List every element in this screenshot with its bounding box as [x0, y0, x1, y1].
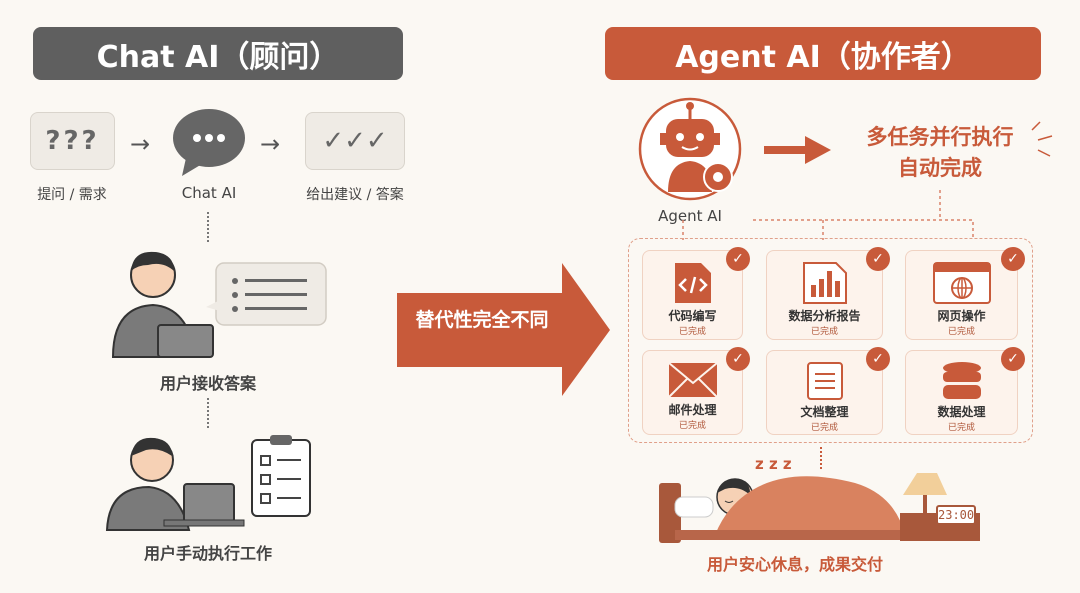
task-card-web: 网页操作已完成 ✓	[905, 247, 1025, 340]
flow-label-answer: 给出建议 / 答案	[306, 187, 404, 203]
robot-icon	[638, 97, 742, 201]
task-name: 代码编写	[668, 309, 717, 323]
check-icon: ✓	[866, 247, 890, 271]
big-arrow-right	[397, 263, 610, 396]
task-card-code: 代码编写已完成 ✓	[642, 247, 750, 340]
sparkle-lines-icon	[1031, 121, 1053, 157]
task-card-report: 数据分析报告已完成 ✓	[766, 247, 890, 340]
task-status: 已完成	[678, 327, 706, 337]
task-name: 网页操作	[937, 309, 986, 323]
check-icon: ✓	[726, 347, 750, 371]
dashed-connectors	[682, 190, 974, 240]
tagline-auto: 自动完成	[898, 156, 982, 180]
task-card-email: 邮件处理已完成 ✓	[642, 347, 750, 435]
check-bubble-icon: ✓✓✓	[305, 112, 405, 170]
chat-ai-header: Chat AI（顾问）	[33, 27, 403, 80]
agent-ai-label: Agent AI	[658, 207, 722, 225]
flow-label-question: 提问 / 需求	[37, 187, 107, 203]
document-icon	[806, 362, 843, 400]
agent-ai-title: Agent AI（协作者）	[675, 39, 971, 75]
task-card-data: 数据处理已完成 ✓	[905, 347, 1025, 435]
task-status: 已完成	[678, 421, 706, 431]
task-name: 数据分析报告	[788, 309, 861, 323]
arrow-shaft	[764, 146, 809, 154]
chat-bubble-icon	[173, 109, 245, 176]
question-bubble-icon: ???	[30, 112, 115, 170]
user-laptop-illustration	[111, 251, 327, 358]
task-status: 已完成	[810, 423, 838, 433]
dashed-arrow-down	[207, 398, 209, 428]
dashed-arrow-down	[207, 212, 209, 242]
code-file-icon	[674, 263, 711, 303]
sleeping-user-illustration	[659, 473, 980, 543]
tagline: 多任务并行执行自动完成	[850, 122, 1030, 184]
task-status: 已完成	[810, 327, 838, 337]
database-icon	[942, 362, 981, 399]
browser-globe-icon	[932, 262, 991, 304]
task-card-docs: 文档整理已完成 ✓	[766, 347, 890, 435]
step-receive-answer: 用户接收答案	[159, 374, 257, 393]
result-label: 用户安心休息，成果交付	[706, 555, 884, 574]
step-manual-work: 用户手动执行工作	[143, 544, 273, 563]
bar-chart-report-icon	[802, 262, 847, 304]
dashed-arrow-down	[820, 447, 822, 469]
chat-ai-title: Chat AI（顾问）	[96, 39, 340, 75]
task-group-box	[628, 238, 1033, 443]
task-status: 已完成	[947, 423, 975, 433]
arrow-right-icon	[805, 136, 831, 164]
flow-label-chat-ai: Chat AI	[181, 184, 237, 202]
alarm-clock: 23:00	[936, 505, 976, 525]
envelope-icon	[667, 362, 718, 398]
check-icon: ✓	[726, 247, 750, 271]
check-icon: ✓	[1001, 347, 1025, 371]
check-icon: ✓	[866, 347, 890, 371]
check-icon: ✓	[1001, 247, 1025, 271]
agent-ai-header: Agent AI（协作者）	[605, 27, 1041, 80]
task-name: 文档整理	[800, 405, 849, 419]
task-status: 已完成	[947, 327, 975, 337]
task-name: 邮件处理	[668, 403, 717, 417]
user-working-illustration	[105, 435, 311, 531]
sleep-z-icon: z z z	[755, 455, 792, 473]
arrow-right-icon: →	[260, 130, 281, 158]
tagline-parallel: 多任务并行执行	[866, 125, 1014, 149]
arrow-right-icon: →	[130, 130, 151, 158]
task-name: 数据处理	[937, 405, 986, 419]
difference-label: 替代性完全不同	[415, 309, 549, 331]
